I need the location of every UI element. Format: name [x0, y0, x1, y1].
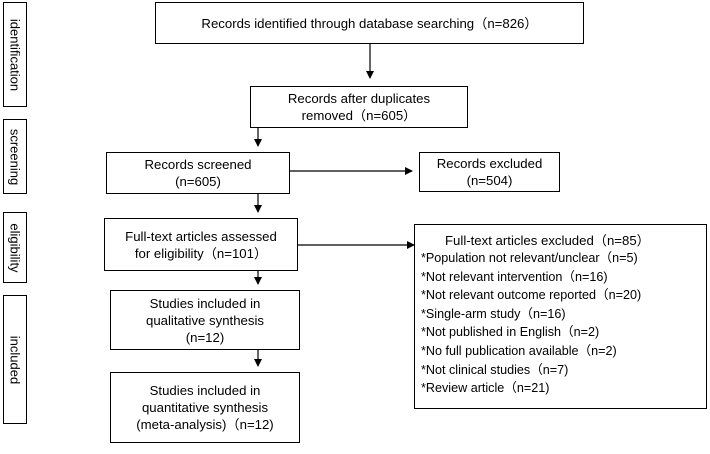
records-screened-box: Records screened (n=605) — [106, 152, 290, 194]
fulltext-excluded-box: Full-text articles excluded（n=85） *Popul… — [414, 224, 707, 409]
fulltext-assessed-box: Full-text articles assessed for eligibil… — [104, 218, 298, 271]
exclusion-reason-item: *Population not relevant/unclear（n=5) — [421, 251, 638, 265]
exclusion-reason-item: *Not published in English（n=2) — [421, 325, 600, 340]
records-excluded-line-1: Records excluded — [436, 156, 543, 171]
records-after-duplicates-box: Records after duplicates removed（n=605） — [250, 86, 468, 128]
records-identified-box: Records identified through database sear… — [155, 2, 584, 44]
qualitative-synthesis-line-1: Studies included in — [149, 295, 261, 311]
exclusion-reason-item: *Not clinical studies（n=7) — [421, 362, 569, 377]
stage-screening: screening — [3, 119, 27, 194]
records-screened-line-2: (n=605) — [175, 174, 221, 189]
records-excluded-line-2: (n=504) — [466, 173, 513, 188]
exclusion-reason-item: *No full publication available（n=2) — [421, 343, 617, 358]
stage-included: included — [3, 295, 27, 424]
fulltext-excluded-title: Full-text articles excluded（n=85） — [445, 233, 650, 248]
records-identified-text: Records identified through database sear… — [201, 15, 538, 31]
qualitative-synthesis-line-3: (n=12) — [185, 329, 225, 345]
records-after-duplicates-line-1: Records after duplicates — [287, 91, 431, 106]
exclusion-reason-item: *Review article（n=21) — [421, 381, 550, 396]
records-after-duplicates-line-2: removed（n=605） — [301, 108, 417, 123]
records-excluded-box: Records excluded (n=504) — [419, 152, 560, 192]
exclusion-reason-item: *Not relevant outcome reported（n=20) — [421, 288, 642, 303]
records-screened-line-1: Records screened — [144, 157, 252, 172]
quantitative-synthesis-box: Studies included in quantitative synthes… — [110, 372, 300, 443]
fulltext-assessed-line-2: for eligibility（n=101） — [134, 245, 268, 261]
quantitative-synthesis-line-2: quantitative synthesis — [141, 400, 269, 415]
quantitative-synthesis-line-3: (meta-analysis)（n=12) — [136, 417, 274, 432]
qualitative-synthesis-box: Studies included in qualitative synthesi… — [110, 290, 300, 350]
exclusion-reason-item: *Single-arm study（n=16) — [421, 306, 566, 321]
qualitative-synthesis-line-2: qualitative synthesis — [145, 312, 265, 328]
quantitative-synthesis-line-1: Studies included in — [149, 383, 261, 398]
stage-identification: identification — [3, 2, 27, 107]
fulltext-assessed-line-1: Full-text articles assessed — [125, 228, 277, 244]
stage-eligibility: eligibility — [3, 212, 27, 283]
exclusion-reason-item: *Not relevant intervention（n=16) — [421, 269, 608, 284]
